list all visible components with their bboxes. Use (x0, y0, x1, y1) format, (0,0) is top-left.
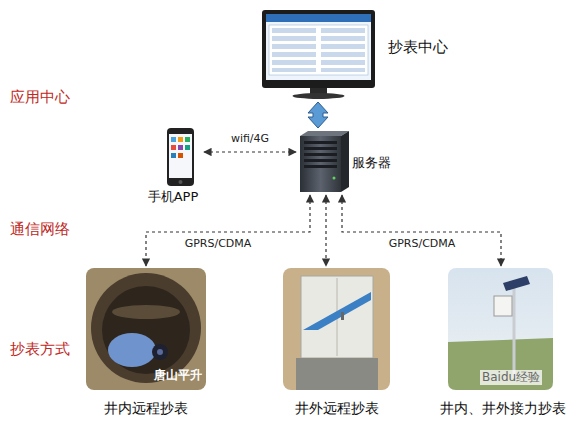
cabinet-base (296, 358, 378, 390)
dashed-link (342, 195, 501, 266)
pole (513, 282, 516, 378)
connector (146, 195, 310, 266)
server-side (341, 131, 349, 192)
photo-ground (283, 268, 390, 390)
section-label: 应用中心 (10, 88, 70, 107)
server-slot (304, 141, 337, 144)
dashed-link (325, 195, 326, 266)
photo-ground (86, 268, 206, 390)
screen-row (272, 36, 316, 41)
phone-button (179, 180, 183, 184)
node-title: 抄表中心 (388, 38, 448, 57)
screen-row (272, 60, 316, 65)
manhole-shaft (102, 286, 190, 374)
connector (204, 152, 296, 153)
app-icon (178, 145, 183, 150)
section-label: 抄表方式 (10, 340, 70, 359)
photo-node: 唐山平升井内远程抄表 (84, 266, 208, 422)
monitor-node: 抄表中心 (262, 8, 462, 100)
manhole-photo (86, 268, 206, 390)
app-icon (185, 137, 190, 142)
edge-label: GPRS/CDMA (183, 237, 254, 251)
screen-row (321, 68, 365, 72)
server-slot (304, 165, 337, 168)
solar-panel (503, 276, 530, 291)
server-icon (300, 131, 349, 192)
meter-box (494, 296, 512, 316)
node-title: 服务器 (352, 155, 391, 171)
app-icon (171, 137, 176, 142)
double-arrow (308, 102, 328, 128)
dashed-link (204, 151, 296, 152)
app-icon (178, 153, 183, 158)
sensor-dot (157, 349, 163, 355)
phone-icon (167, 128, 194, 186)
server-front (300, 136, 341, 192)
screen-row (321, 28, 365, 33)
app-icon (185, 145, 190, 150)
monitor-screen (266, 14, 371, 80)
node-caption: 井外远程抄表 (295, 400, 379, 418)
connector (342, 195, 501, 266)
phone-screen (169, 134, 192, 178)
screen-panel (269, 25, 368, 75)
photo-node: 井内、井外接力抄表 (436, 266, 570, 422)
monitor-icon (262, 10, 375, 99)
cabinet-body (301, 276, 373, 358)
watermark: Baidu经验 (480, 370, 542, 385)
server-slot (304, 147, 337, 150)
server-slot (304, 159, 337, 162)
screen-row (272, 44, 316, 49)
section-label: 通信网络 (10, 220, 70, 239)
app-icon (171, 153, 176, 158)
server-slots (304, 141, 337, 168)
screen-header (266, 14, 371, 22)
node-title: 手机APP (148, 189, 199, 205)
screen-rows (272, 28, 365, 72)
monitor-base (293, 93, 345, 99)
screen-row (321, 52, 365, 57)
app-icon (171, 145, 176, 150)
server-slot (304, 153, 337, 156)
photo-node: 井外远程抄表 (281, 266, 393, 422)
phone-node: 手机APP (142, 125, 204, 209)
screen-row (272, 68, 316, 72)
cabinet-stripe (303, 292, 371, 330)
screen-row (272, 28, 316, 33)
connector (326, 195, 327, 266)
node-caption: 井内、井外接力抄表 (440, 400, 566, 418)
edge-label: wifi/4G (229, 132, 271, 146)
sensor-unit (152, 344, 168, 360)
screen-row (321, 60, 365, 65)
server-led (333, 177, 336, 180)
server-node: 服务器 (296, 130, 406, 195)
monitor-bezel (262, 10, 375, 88)
screen-row (272, 52, 316, 57)
photo-grass (448, 338, 553, 390)
connector (308, 102, 328, 128)
cabinet-lock (341, 312, 344, 320)
meter-pipe (112, 305, 180, 319)
phone-body (167, 128, 194, 186)
dashed-link (146, 195, 310, 266)
screen-row (321, 44, 365, 49)
screen-row (321, 36, 365, 41)
edge-label: GPRS/CDMA (387, 237, 458, 251)
meter-disc (108, 333, 156, 367)
relay-pole-photo (448, 268, 553, 390)
cabinet-photo (283, 268, 390, 390)
photo-sky (448, 268, 553, 390)
server-top (300, 131, 349, 136)
photo-watermark: 唐山平升 (154, 368, 202, 383)
node-caption: 井内远程抄表 (104, 400, 188, 418)
app-icon (178, 137, 183, 142)
manhole-rim (91, 273, 201, 383)
